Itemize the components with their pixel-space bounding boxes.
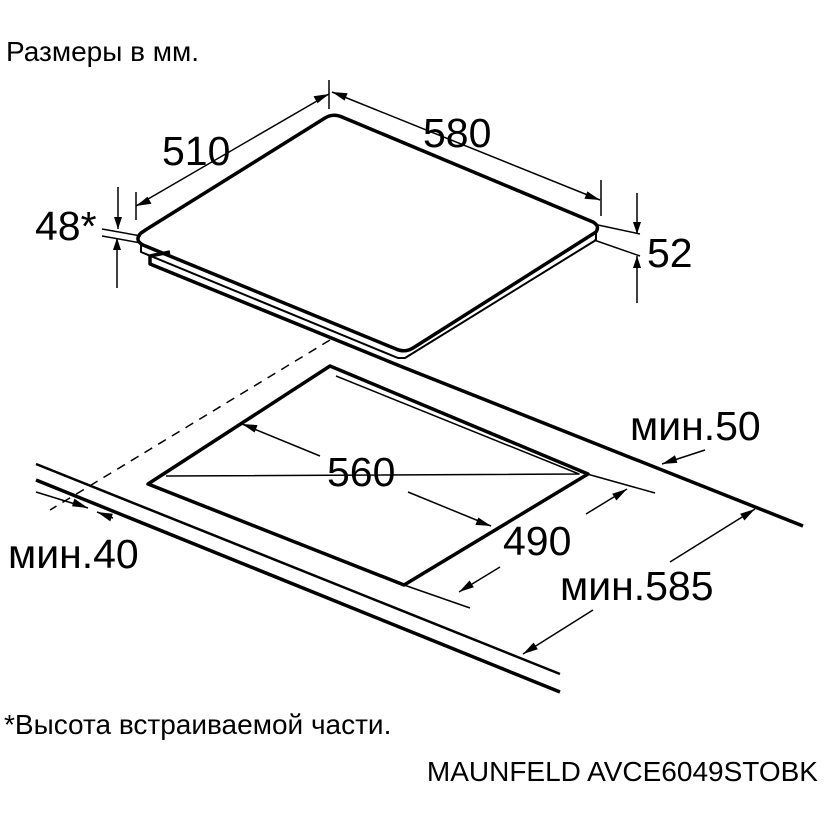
- dim-line: [331, 91, 601, 201]
- dim-ext-line: [101, 235, 142, 244]
- label-min-50: мин.50: [630, 403, 761, 449]
- dim-ext-line: [403, 584, 471, 609]
- label-min-40: мин.40: [8, 531, 139, 577]
- dim-line: [407, 491, 492, 527]
- arrowhead: [662, 455, 678, 464]
- dim-ext-line: [101, 228, 142, 237]
- arrowhead: [740, 509, 755, 521]
- arrowhead: [633, 256, 641, 268]
- dim-height-52: 52: [593, 193, 693, 303]
- arrowhead: [313, 94, 329, 104]
- footnote: *Высота встраиваемой части.: [4, 709, 392, 740]
- arrowhead: [584, 191, 600, 200]
- cooktop-panel: [136, 113, 600, 368]
- worktop-front-edge-upper: [35, 462, 561, 676]
- arrowhead: [523, 642, 538, 654]
- dim-min-50: мин.50: [630, 403, 761, 465]
- label-52: 52: [647, 230, 693, 276]
- worktop: [35, 339, 804, 694]
- worktop-front-edge-lower: [35, 478, 561, 694]
- arrowhead: [136, 196, 152, 206]
- label-580: 580: [423, 110, 491, 156]
- projection-dashed-line: [49, 339, 331, 511]
- label-490: 490: [503, 518, 571, 564]
- units-caption: Размеры в мм.: [6, 36, 200, 67]
- arrowhead: [114, 217, 122, 229]
- arrowhead: [612, 489, 627, 501]
- dim-cutout-depth-490: 490: [458, 488, 628, 593]
- cooktop-front-thickness: [140, 232, 597, 359]
- label-510: 510: [162, 128, 230, 174]
- cooktop-top-outline: [136, 113, 600, 353]
- dim-line: [669, 508, 756, 563]
- arrowhead: [633, 222, 641, 234]
- dim-ext-line: [597, 224, 641, 235]
- dim-height-48: 48*: [35, 187, 142, 288]
- arrowhead: [459, 580, 474, 592]
- dim-ext-line: [579, 471, 656, 494]
- dim-line: [135, 93, 330, 207]
- cutout-outline-inner: [165, 375, 580, 477]
- dim-depth-510: 510: [135, 80, 330, 220]
- label-560: 560: [327, 449, 395, 495]
- arrowhead: [332, 92, 348, 101]
- cutout: [146, 364, 656, 609]
- label-48: 48*: [35, 203, 97, 249]
- label-min-585: мин.585: [560, 563, 714, 609]
- dim-width-580: 580: [331, 91, 602, 216]
- arrowhead: [72, 498, 88, 508]
- arrowhead: [242, 424, 258, 433]
- dim-ext-line: [593, 239, 641, 257]
- cooktop-built-in-part: [148, 250, 401, 368]
- worktop-rear-edge: [399, 364, 804, 528]
- arrowhead: [113, 238, 121, 250]
- arrowhead: [475, 517, 491, 526]
- dim-cutout-width-560: 560: [241, 423, 492, 527]
- dim-worktop-depth-585: мин.585: [522, 508, 756, 655]
- dim-min-40: мин.40: [8, 491, 139, 577]
- model-name: MAUNFELD AVCE6049STOBK: [426, 756, 818, 787]
- arrowhead: [97, 512, 113, 522]
